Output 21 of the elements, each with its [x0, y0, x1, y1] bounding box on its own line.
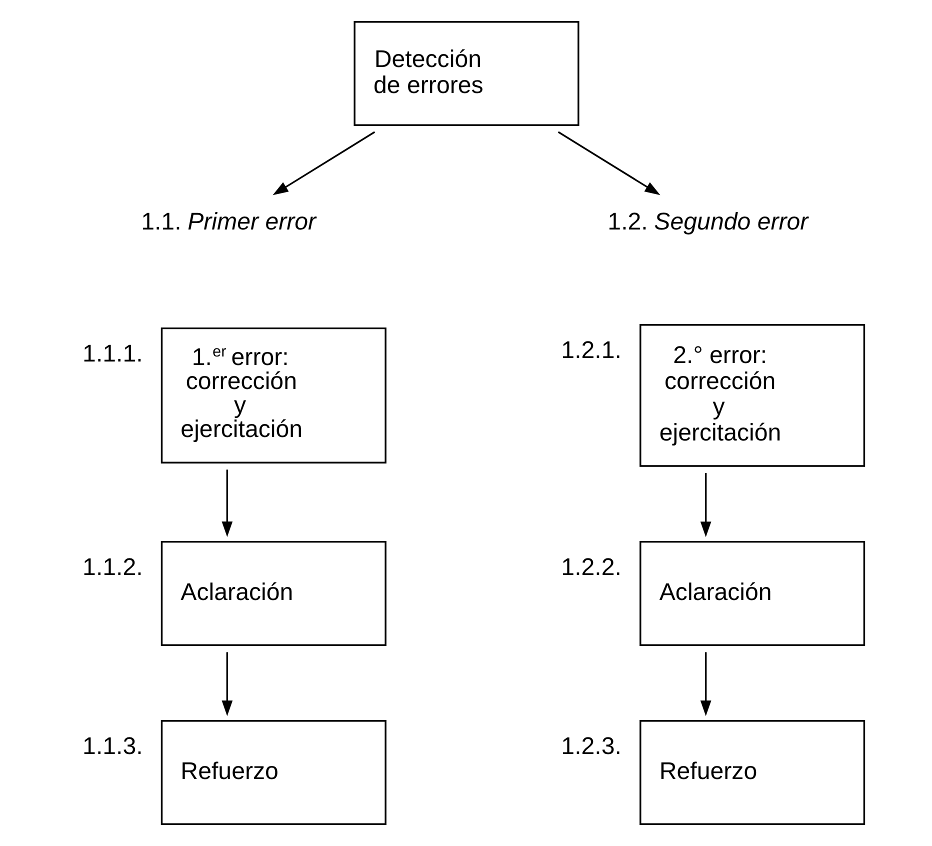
arrow — [221, 652, 232, 716]
node-label: 1.1.3. — [82, 732, 142, 760]
node-box: Refuerzo — [639, 720, 865, 826]
node-box: 2.° error: corrección y ejercitación — [639, 324, 865, 467]
node-label: 1.2.1. — [560, 336, 621, 364]
node-label: 1.1.2. — [82, 554, 142, 581]
node-box: Refuerzo — [160, 720, 386, 826]
node-label: 1.2.2. — [560, 554, 621, 581]
node-text: 1.2. Segundo error — [607, 208, 808, 236]
node-label: 1.1.1. — [82, 340, 142, 368]
node-box: Detección de errores — [353, 20, 579, 126]
arrow — [272, 131, 375, 196]
arrow — [221, 470, 232, 538]
arrow — [700, 652, 711, 716]
node-box: Aclaración — [160, 540, 386, 646]
node-label: 1.2.3. — [560, 732, 621, 760]
arrow — [700, 472, 711, 538]
node-box: Aclaración — [639, 540, 865, 646]
arrow — [557, 131, 660, 196]
node-box: 1.$^{er}$ error: corrección y ejercitación — [160, 327, 386, 464]
node-text: 1.1. Primer error — [140, 208, 316, 236]
